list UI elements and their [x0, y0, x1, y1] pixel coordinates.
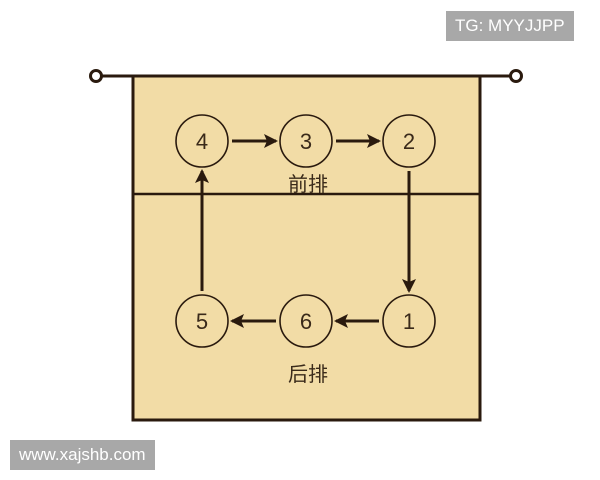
position-number: 6 [300, 309, 312, 334]
position-4: 4 [175, 114, 229, 168]
position-circle [175, 114, 229, 168]
position-5: 5 [175, 294, 229, 348]
back-row-label: 后排 [288, 362, 328, 386]
watermark-website: www.xajshb.com [10, 440, 155, 470]
position-1: 1 [382, 294, 436, 348]
position-circle [382, 294, 436, 348]
court [131, 74, 482, 422]
net-post-left [89, 69, 103, 83]
watermark-telegram: TG: MYYJJPP [446, 11, 574, 41]
position-circle [279, 294, 333, 348]
position-circle [279, 114, 333, 168]
position-6: 6 [279, 294, 333, 348]
position-circle [175, 294, 229, 348]
position-2: 2 [382, 114, 436, 168]
position-number: 5 [196, 309, 208, 334]
position-number: 4 [196, 129, 208, 154]
front-row-label: 前排 [288, 172, 328, 196]
position-number: 2 [403, 129, 415, 154]
position-number: 1 [403, 309, 415, 334]
position-number: 3 [300, 129, 312, 154]
net-post-right [509, 69, 523, 83]
position-circle [382, 114, 436, 168]
position-3: 3 [279, 114, 333, 168]
